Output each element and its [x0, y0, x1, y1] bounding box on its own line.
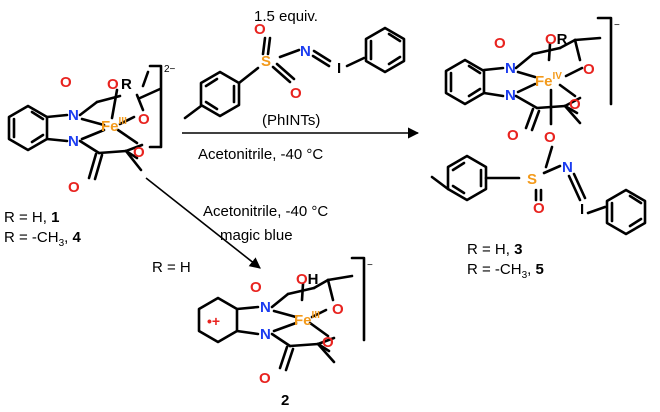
reagent-phints: O S O N I — [183, 21, 406, 120]
atom-r: R — [121, 76, 132, 93]
charge-dianion: 2− — [164, 64, 176, 75]
atom-s: S — [261, 53, 271, 70]
atom-o: O — [68, 179, 80, 196]
complex-2: •+ − O OH O O O N N FeIII — [197, 256, 373, 387]
oxidant-label: magic blue — [220, 227, 293, 244]
substituent-label: R = H — [152, 259, 191, 276]
atom-o: O — [60, 74, 72, 91]
reagent-equiv: 1.5 equiv. — [254, 8, 318, 25]
atom-n: N — [68, 133, 79, 150]
atom-n: N — [300, 43, 311, 60]
atom-o: O — [322, 334, 334, 351]
conditions-top: Acetonitrile, -40 °C — [198, 146, 323, 163]
atom-s: S — [527, 171, 537, 188]
atom-o: O — [332, 301, 344, 318]
atom-o: O — [107, 76, 119, 93]
atom-o: O — [544, 129, 556, 146]
charge-anion: − — [614, 20, 620, 31]
reagent-name: (PhINTs) — [262, 112, 320, 129]
atom-o: O — [133, 144, 145, 161]
atom-o: O — [569, 96, 581, 113]
radical-cation: •+ — [207, 313, 220, 329]
atom-n: N — [505, 87, 516, 104]
atom-n: N — [562, 159, 573, 176]
reaction-arrow-diagonal — [145, 177, 261, 269]
label-r-me-5: R = -CH3, 5 — [467, 261, 544, 281]
atom-n: N — [260, 299, 271, 316]
atom-o: O — [250, 279, 262, 296]
atom-o: O — [290, 85, 302, 102]
atom-o: O — [254, 21, 266, 38]
atom-i: I — [580, 201, 584, 218]
atom-o: O — [533, 200, 545, 217]
atom-i: I — [337, 60, 341, 77]
atom-o: O — [494, 35, 506, 52]
atom-o: O — [259, 370, 271, 387]
atom-o: O — [138, 111, 150, 128]
conditions-diagonal: Acetonitrile, -40 °C — [203, 203, 328, 220]
atom-o: O — [583, 61, 595, 78]
metal-fe: FeIII — [101, 116, 127, 135]
complex-1-4: O O O O O R N N FeIII 2− — [7, 64, 176, 196]
atom-n: N — [68, 107, 79, 124]
atom-or: OR — [545, 31, 568, 48]
atom-o: O — [507, 127, 519, 144]
atom-n: N — [260, 326, 271, 343]
metal-fe: FeIV — [535, 71, 562, 90]
charge-anion: − — [367, 260, 373, 271]
metal-fe: FeIII — [294, 310, 320, 329]
label-r-me-4: R = -CH3, 4 — [4, 229, 82, 249]
atom-oh: OH — [296, 271, 319, 288]
label-r-h-3: R = H, 3 — [467, 241, 522, 258]
compound-number-2: 2 — [281, 392, 289, 409]
atom-n: N — [505, 60, 516, 77]
label-r-h-1: R = H, 1 — [4, 209, 59, 226]
complex-3-5: − O OR O O O N N FeIV O S O N I — [430, 16, 647, 236]
